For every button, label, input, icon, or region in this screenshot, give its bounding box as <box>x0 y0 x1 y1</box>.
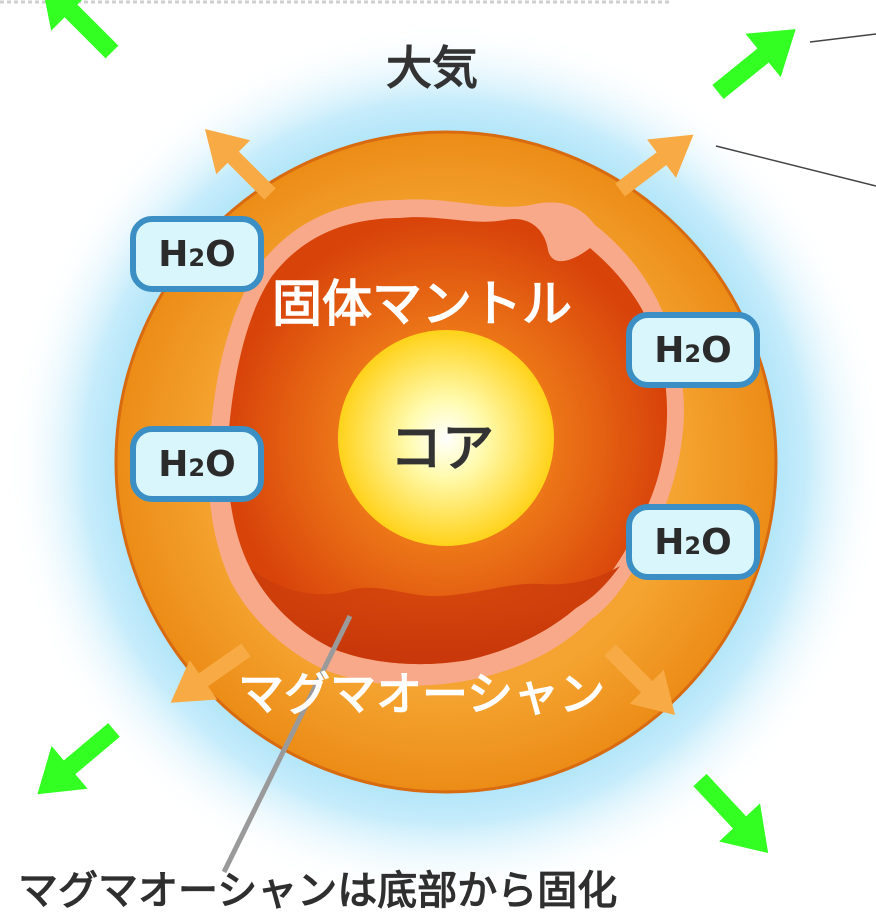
h2o-subscript: 2 <box>684 340 702 368</box>
orange-arrow-bottom-left <box>170 643 251 703</box>
orange-arrow-top-right <box>615 134 694 197</box>
h2o-subscript: 2 <box>188 454 206 482</box>
caption: マグマオーシャンは底部から固化 <box>18 868 618 914</box>
h2o-h: H <box>158 443 189 485</box>
orange-arrow-bottom-right <box>604 644 676 716</box>
h2o-h: H <box>654 521 685 563</box>
h2o-subscript: 2 <box>188 244 206 272</box>
h2o-o: O <box>701 521 732 563</box>
h2o-o: O <box>205 443 236 485</box>
green-arrow-top-left <box>41 0 119 59</box>
callout-line-top <box>809 33 876 43</box>
h2o-h: H <box>654 329 685 371</box>
green-arrow-bottom-right <box>693 773 769 854</box>
magma-ocean-label: マグマオーシャン <box>238 667 606 721</box>
core-label: コア <box>390 419 495 479</box>
h2o-h: H <box>158 233 189 275</box>
green-arrow-bottom-left <box>37 723 120 795</box>
h2o-o: O <box>205 233 236 275</box>
orange-arrow-top-left <box>204 128 276 200</box>
atmosphere-label: 大気 <box>386 41 478 95</box>
green-arrow-top-right <box>712 29 796 99</box>
h2o-subscript: 2 <box>684 532 702 560</box>
magma-pointer-line <box>221 614 353 874</box>
callout-line-mid <box>715 145 876 187</box>
orange-arrows <box>170 128 694 716</box>
h2o-o: O <box>701 329 732 371</box>
solidified-bottom <box>250 566 620 665</box>
green-arrows <box>37 0 796 854</box>
core <box>338 330 554 546</box>
solid-mantle-label: 固体マントル <box>272 275 572 333</box>
